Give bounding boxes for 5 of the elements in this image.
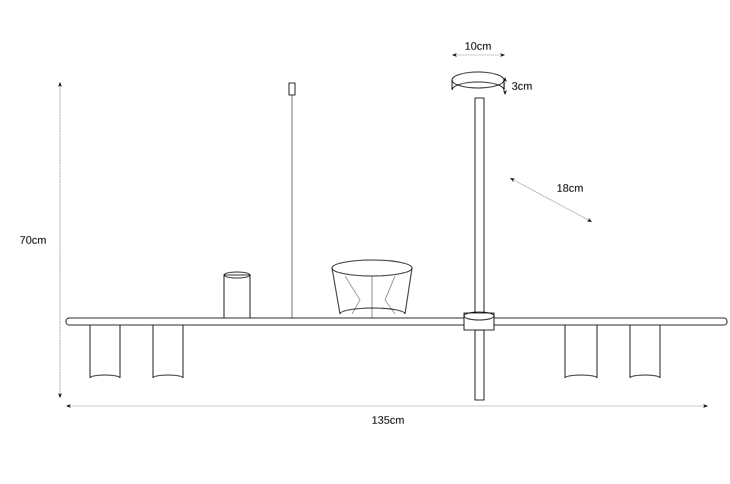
dimension-label: 10cm — [465, 42, 491, 50]
dimension-label: 18cm — [557, 184, 583, 192]
dimension-label: 70cm — [20, 236, 46, 244]
dimension-label: 135cm — [372, 416, 404, 424]
dimension-label: 3cm — [512, 82, 532, 90]
